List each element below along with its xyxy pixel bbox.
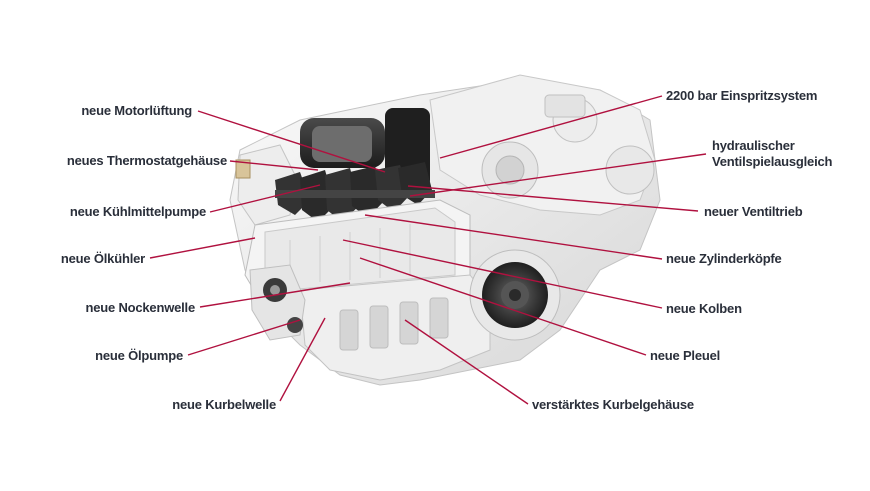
label-kurbelwelle: neue Kurbelwelle [172, 397, 276, 412]
leader-lines [149, 95, 707, 405]
leader-oelpumpe [187, 319, 301, 356]
label-oelpumpe: neue Ölpumpe [95, 348, 183, 363]
leader-kuehlmittelpumpe [209, 184, 321, 213]
leader-ventiltrieb [407, 185, 699, 212]
leader-pleuel [359, 257, 647, 356]
label-ventiltrieb: neuer Ventiltrieb [704, 204, 803, 219]
leader-nockenwelle [199, 282, 351, 308]
label-einspritz: 2200 bar Einspritzsystem [666, 88, 818, 103]
leader-oelkuehler [149, 237, 256, 259]
leader-kurbelwelle [279, 317, 326, 402]
leader-zylinderkoepfe [364, 214, 663, 260]
leader-thermostat [229, 160, 319, 171]
leader-motorlueftung [197, 110, 386, 173]
leader-hydraulisch [409, 153, 707, 197]
label-hydraulisch-line1: hydraulischer [712, 138, 795, 153]
label-kolben: neue Kolben [666, 301, 742, 316]
label-kuehlmittelpumpe: neue Kühlmittelpumpe [69, 204, 206, 219]
label-oelkuehler: neue Ölkühler [60, 251, 145, 266]
leader-kurbelgehaeuse [404, 319, 529, 405]
label-hydraulisch-line2: Ventilspielausgleich [712, 154, 833, 169]
label-motorlueftung: neue Motorlüftung [81, 103, 192, 118]
label-pleuel: neue Pleuel [650, 348, 721, 363]
label-thermostat: neues Thermostatgehäuse [66, 153, 227, 168]
label-kurbelgehaeuse: verstärktes Kurbelgehäuse [532, 397, 694, 412]
label-nockenwelle: neue Nockenwelle [85, 300, 195, 315]
label-hydraulisch: hydraulischer Ventilspielausgleich [712, 138, 832, 170]
leader-einspritz [439, 95, 663, 159]
leader-kolben [342, 239, 663, 309]
label-zylinderkoepfe: neue Zylinderköpfe [666, 251, 782, 266]
